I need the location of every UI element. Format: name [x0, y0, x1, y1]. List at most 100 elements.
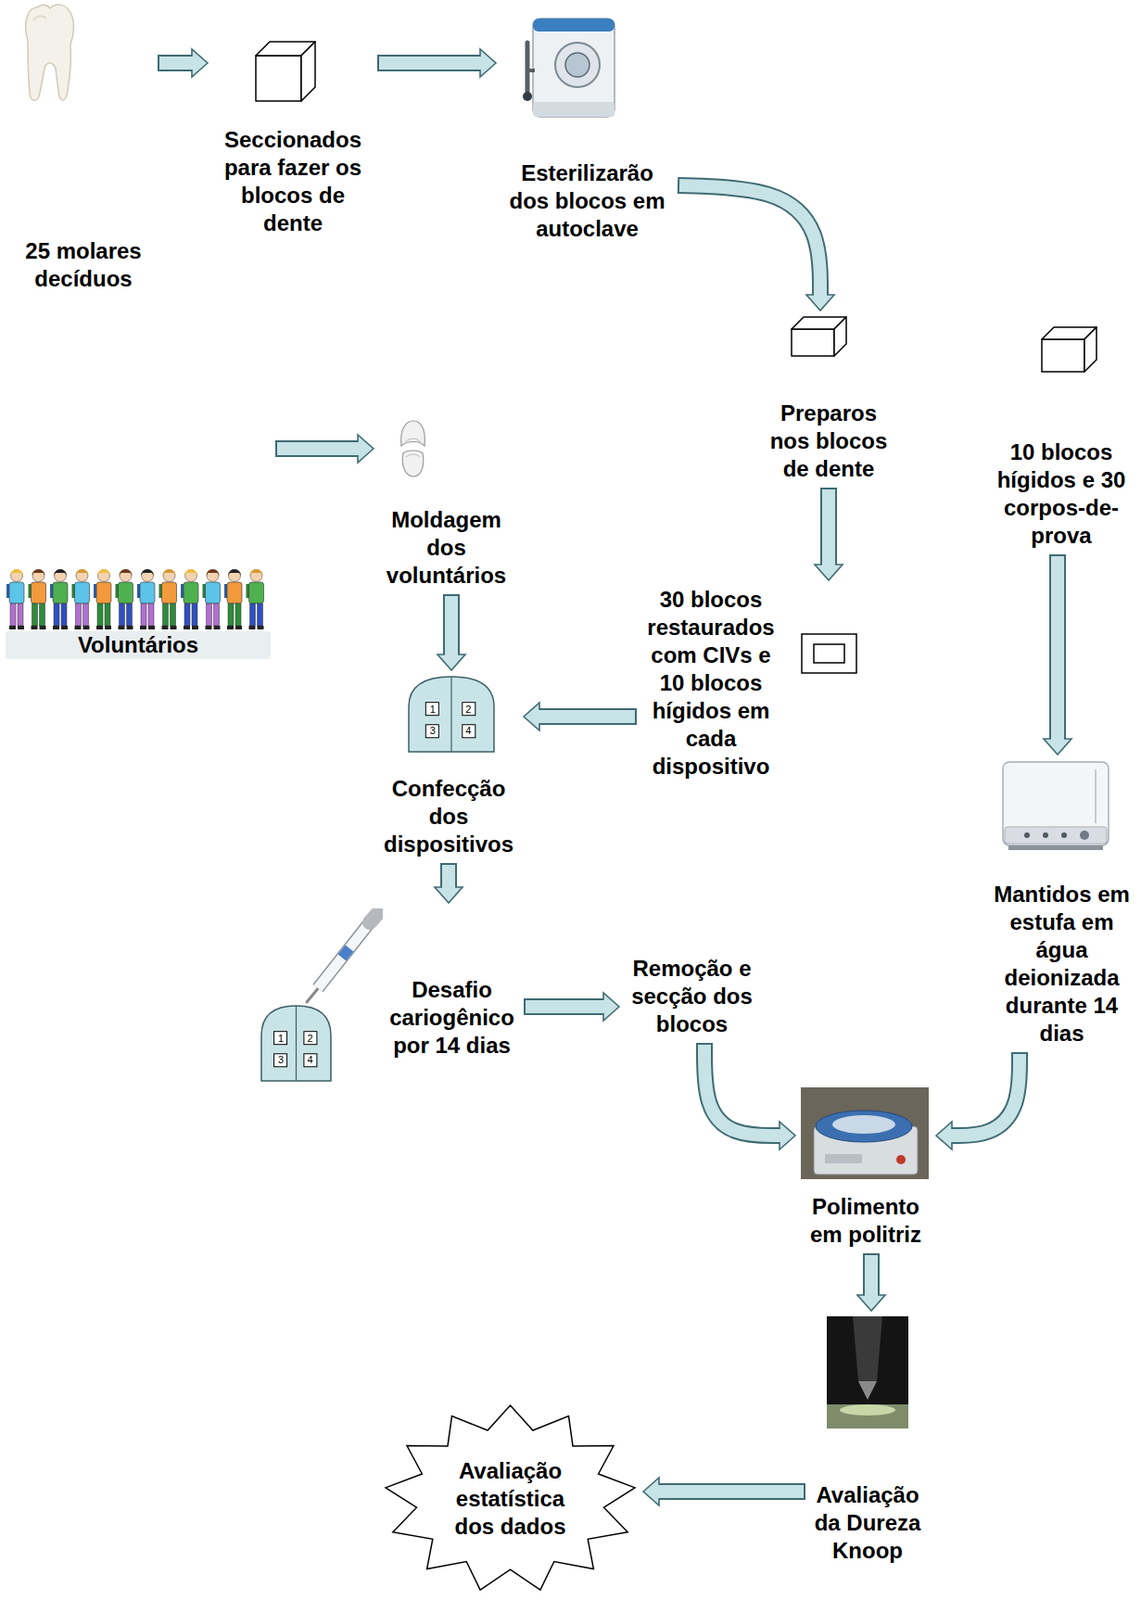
device	[261, 1005, 331, 1081]
block-face	[1084, 327, 1097, 372]
shirt	[249, 582, 265, 604]
oven-knob	[1042, 832, 1049, 838]
shoe	[148, 625, 155, 630]
arrow-shaft	[1051, 555, 1065, 739]
leg	[184, 603, 191, 626]
head	[119, 570, 132, 583]
oven-drawing	[1002, 761, 1109, 850]
child-figure	[224, 569, 242, 630]
impression-step: Moldagem dos voluntários	[379, 418, 514, 590]
arrow-shaft	[444, 595, 458, 655]
shoe	[52, 625, 60, 630]
arrow-joint	[776, 1128, 783, 1142]
polisher-label	[824, 1153, 863, 1164]
arrow-shaft-outline	[862, 1254, 880, 1295]
head	[11, 570, 24, 583]
arrow-shaft	[442, 863, 456, 888]
control-step: 10 blocos hígidos e 30 corpos-de-prova	[991, 326, 1131, 550]
oven-knob	[1024, 832, 1030, 838]
callout-number: 3	[426, 723, 440, 737]
child-figure	[6, 569, 25, 630]
tooth-block-slot	[274, 1031, 288, 1045]
autoclave-lever-arm	[527, 68, 535, 73]
head	[228, 570, 241, 583]
autoclave-top	[532, 18, 615, 32]
leg	[104, 603, 111, 626]
hair	[140, 569, 154, 576]
arrow-shaft	[524, 1000, 604, 1014]
arrow-joint	[477, 56, 483, 70]
arrow-shaft-outline	[524, 998, 604, 1015]
device-body	[408, 676, 495, 752]
icon-area	[213, 40, 373, 127]
arrow-tail	[677, 177, 681, 194]
shirt	[139, 582, 155, 604]
tooth-icon	[20, 1, 77, 106]
arrow-joint	[813, 291, 827, 298]
block-face	[791, 329, 835, 356]
block-arrow	[276, 434, 374, 463]
arrow-joint	[1051, 735, 1065, 742]
kids-icon	[5, 566, 271, 632]
autoclave-drawing	[522, 18, 615, 117]
dropper-tube	[317, 922, 370, 989]
shoe	[183, 625, 191, 630]
callout-number: 4	[461, 723, 475, 737]
child-figure	[159, 569, 178, 630]
statistics-burst: Avaliação estatística dos dados	[382, 1403, 638, 1595]
callout-number: 2	[304, 1031, 317, 1045]
leg	[235, 603, 241, 626]
arrow-tail	[275, 440, 278, 457]
dropdev-drawing	[261, 913, 378, 1081]
cube-drawing	[791, 316, 847, 356]
child-figure	[115, 569, 134, 630]
cube-icon	[254, 40, 317, 102]
block-arrow	[524, 992, 620, 1021]
arrow-joint	[354, 442, 361, 456]
leg	[214, 603, 220, 626]
specimen-stage	[826, 1404, 909, 1429]
polisher-drawing	[800, 1087, 929, 1180]
cube-drawing	[255, 41, 316, 102]
head	[76, 570, 89, 583]
arrow-shaft	[659, 1484, 805, 1498]
icon-area	[13, 1, 153, 238]
shirt	[9, 582, 25, 604]
block-arrow	[158, 49, 208, 77]
leg	[61, 603, 67, 626]
arrow-shaft-outline	[820, 488, 837, 565]
block-outline	[801, 633, 857, 673]
tooth-shade	[33, 15, 47, 21]
polisher-switch	[896, 1154, 906, 1165]
block-arrow	[857, 1254, 886, 1311]
leg	[163, 603, 169, 626]
icon-area	[379, 675, 519, 775]
volunteers-step: Voluntários	[5, 435, 271, 660]
shoe	[170, 625, 178, 630]
device-divider	[295, 1005, 297, 1081]
prep-step: Preparos nos blocos de dente	[763, 316, 894, 483]
arrow-tail	[523, 998, 526, 1015]
child-figure	[72, 569, 90, 630]
leg	[76, 603, 82, 626]
block-arrow	[437, 595, 466, 671]
arrow-tail	[803, 1483, 806, 1500]
hair	[119, 569, 133, 576]
arrow-joint	[444, 651, 458, 658]
dropper	[306, 913, 378, 1002]
child-figure	[202, 569, 221, 630]
shoe	[235, 625, 242, 630]
arrow-shaft	[704, 1043, 780, 1136]
step-caption: Seccionados para fazer os blocos de dent…	[213, 126, 373, 238]
arrow-joint	[864, 1292, 878, 1298]
arrow-shaft	[951, 1052, 1020, 1136]
leg	[126, 603, 133, 626]
callout-number: 1	[426, 702, 440, 716]
callout-number: 2	[461, 702, 475, 716]
child-figure	[28, 569, 47, 630]
hair	[163, 569, 177, 576]
step-caption: Confecção dos dispositivos	[379, 774, 519, 859]
dropper-bulb	[369, 913, 378, 923]
leg	[83, 603, 89, 626]
icon-area	[501, 5, 673, 160]
